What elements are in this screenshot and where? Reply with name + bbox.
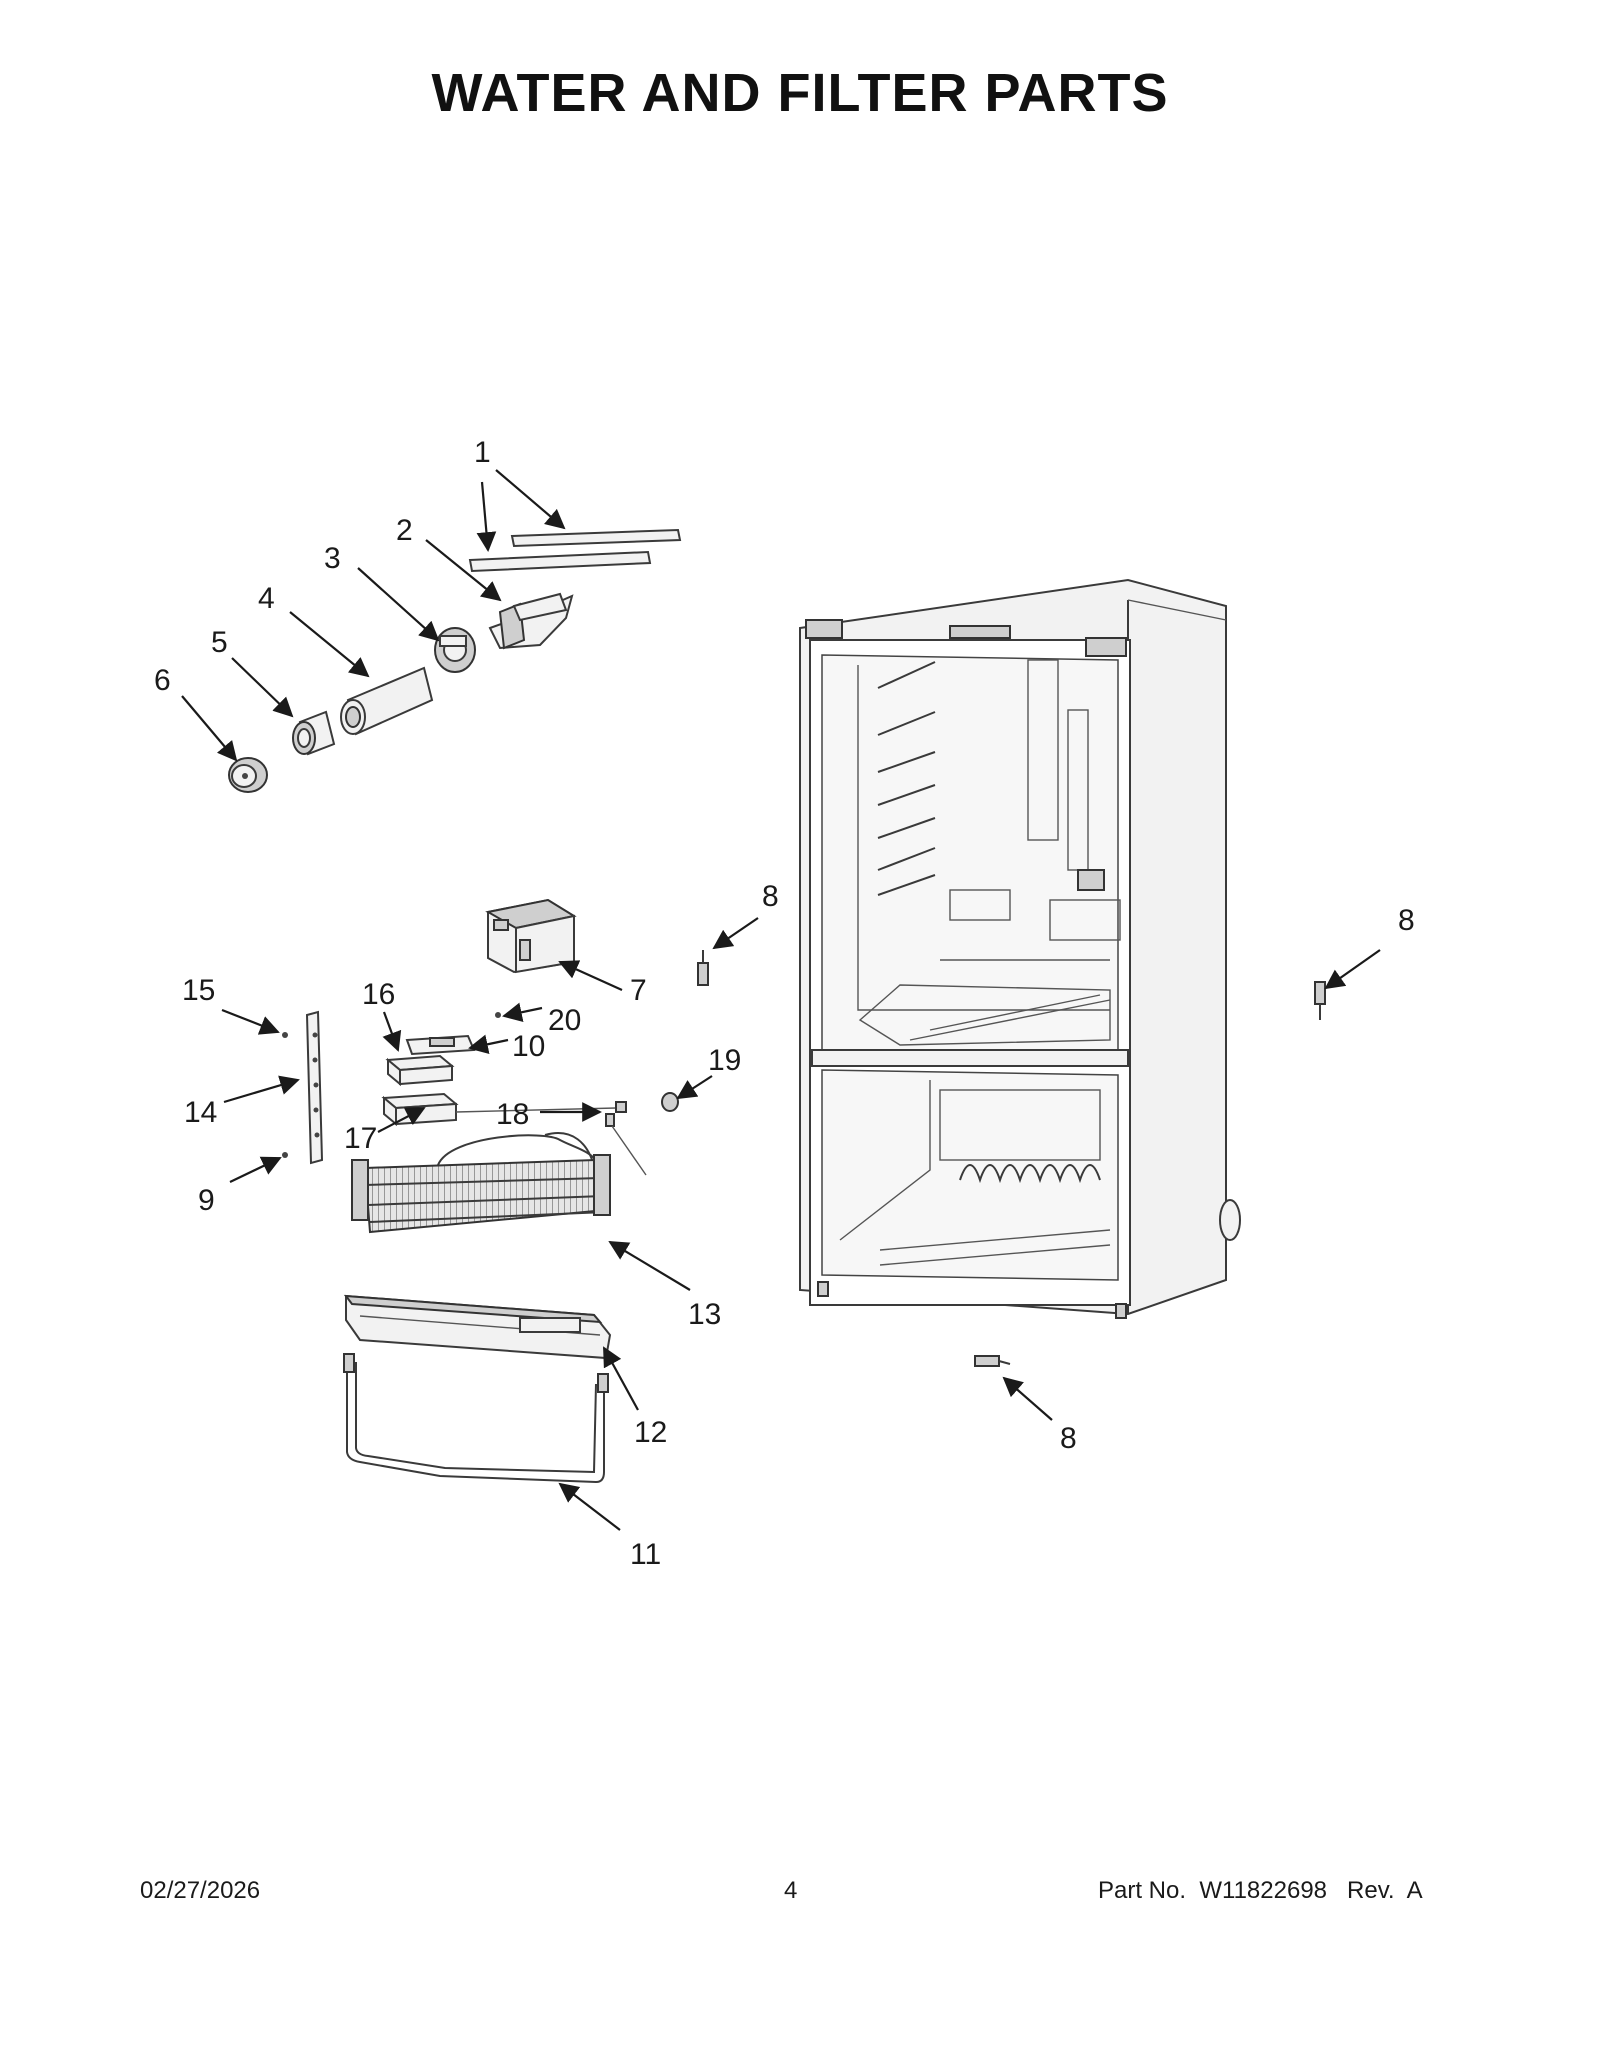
footer-page-number: 4 — [784, 1877, 798, 1904]
callout-9: 9 — [198, 1184, 215, 1217]
callout-18: 18 — [496, 1098, 529, 1131]
callout-12: 12 — [634, 1416, 667, 1449]
rail-part — [468, 528, 682, 573]
screw-part — [282, 1032, 288, 1038]
callout-3: 3 — [324, 542, 341, 575]
callout-7: 7 — [630, 974, 647, 1007]
defrost-heater — [343, 1353, 609, 1484]
callout-6: 6 — [154, 664, 171, 697]
filter-cap — [228, 757, 268, 793]
refrigerator-cabinet — [799, 578, 1241, 1319]
page-title: WATER AND FILTER PARTS — [431, 63, 1169, 123]
callout-15: 15 — [182, 974, 215, 1007]
callout-20: 20 — [548, 1004, 581, 1037]
callout-4: 4 — [258, 582, 275, 615]
bracket-plate — [405, 1034, 476, 1056]
evaporator-part — [351, 1132, 611, 1234]
side-bracket — [305, 1010, 324, 1165]
insulation-block — [385, 1054, 455, 1087]
sensor-part — [697, 950, 709, 986]
callout-8: 8 — [1060, 1422, 1077, 1455]
leader-arrows — [181, 469, 1381, 1531]
shelf-rails — [877, 661, 936, 896]
callout-13: 13 — [688, 1298, 721, 1331]
filter-cover — [340, 666, 434, 736]
callout-numbers: 1 2 3 4 5 6 7 8 8 8 9 10 11 12 13 14 15 … — [154, 436, 1415, 1571]
footer-part-number: Part No. W11822698 Rev. A — [1098, 1877, 1423, 1904]
callout-8: 8 — [762, 880, 779, 913]
clip-part — [661, 1092, 679, 1112]
sensor-part — [1314, 981, 1326, 1020]
callout-16: 16 — [362, 978, 395, 1011]
filter-head — [434, 627, 476, 673]
filter-cartridge — [292, 710, 336, 756]
callout-8: 8 — [1398, 904, 1415, 937]
callout-11: 11 — [630, 1538, 661, 1571]
filter-housing-bracket — [488, 592, 574, 650]
callout-1: 1 — [474, 436, 491, 469]
callout-2: 2 — [396, 514, 413, 547]
footer-date: 02/27/2026 — [140, 1877, 261, 1904]
callout-10: 10 — [512, 1030, 545, 1063]
screw-part — [495, 1012, 501, 1018]
sensor-part — [974, 1355, 1011, 1367]
callout-5: 5 — [211, 626, 228, 659]
callout-19: 19 — [708, 1044, 741, 1077]
callout-14: 14 — [184, 1096, 217, 1129]
drain-pan — [343, 1294, 612, 1360]
control-housing — [485, 898, 577, 974]
callout-17: 17 — [344, 1122, 377, 1155]
screw-part — [282, 1152, 288, 1158]
